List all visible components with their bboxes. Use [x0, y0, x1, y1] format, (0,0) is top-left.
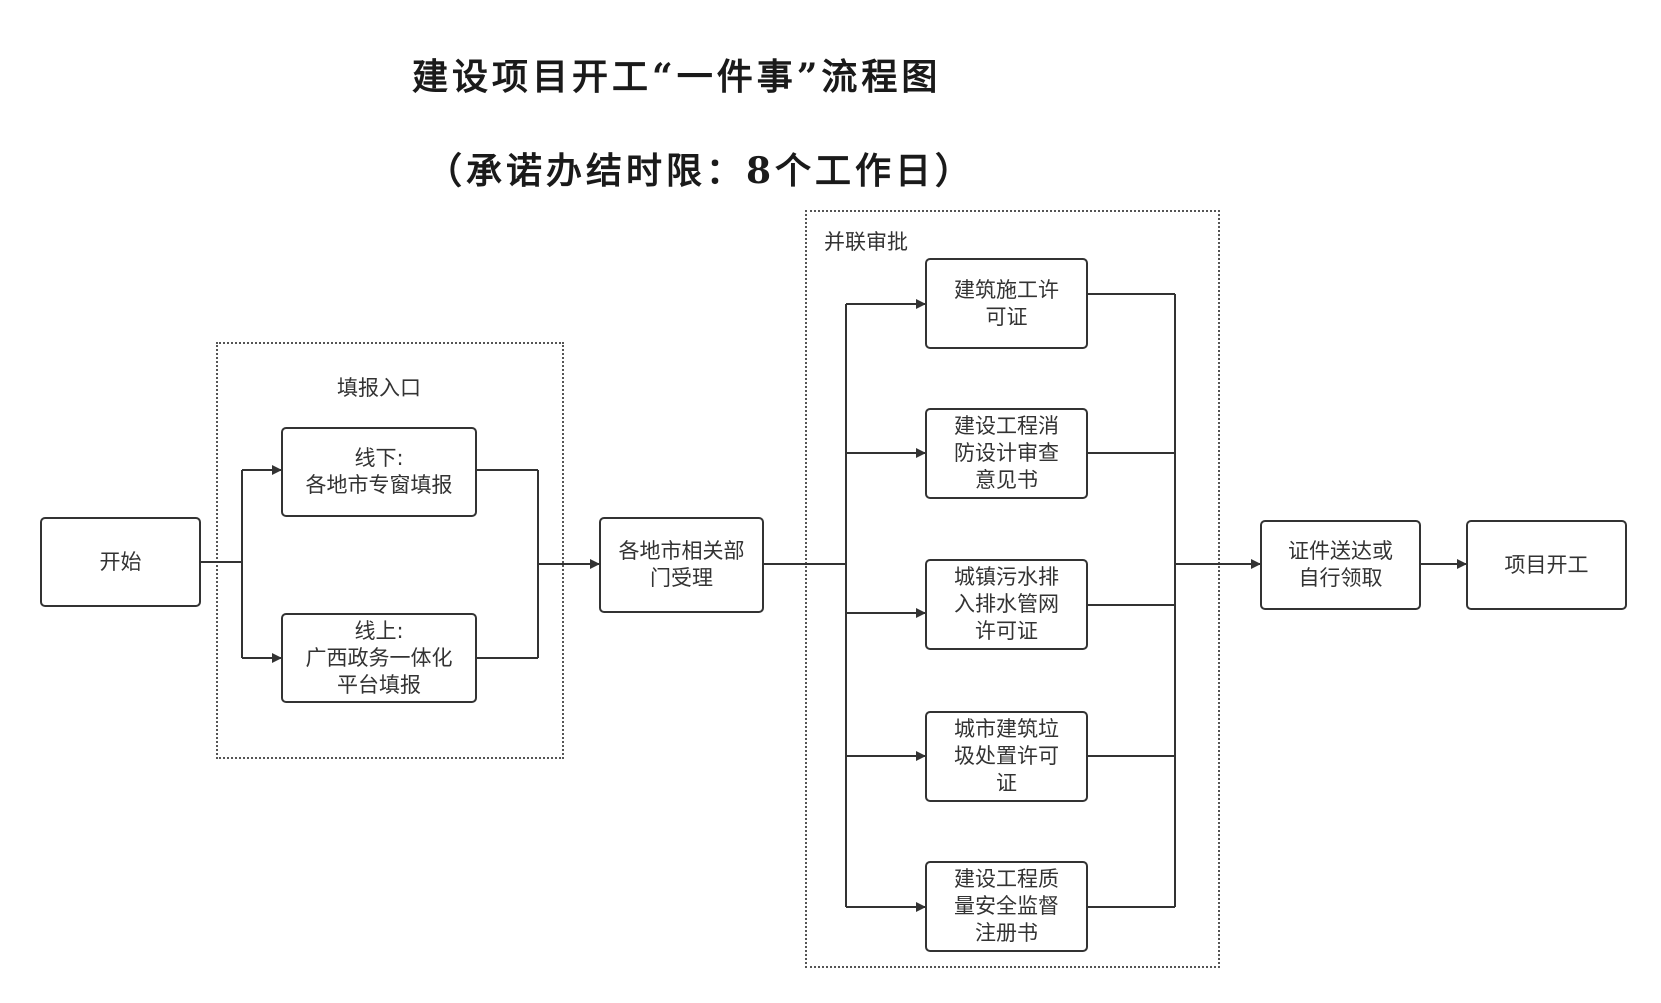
waste-permit-node: 城市建筑垃 圾处置许可 证	[925, 711, 1088, 802]
accept-node: 各地市相关部 门受理	[599, 517, 764, 613]
entry-group	[216, 342, 564, 759]
diagram-title: 建设项目开工“一件事”流程图	[412, 56, 942, 98]
parallel-approval-group	[805, 210, 1220, 968]
start-node: 开始	[40, 517, 201, 607]
project-start-node: 项目开工	[1466, 520, 1627, 610]
quality-safety-node: 建设工程质 量安全监督 注册书	[925, 861, 1088, 952]
online-entry-node: 线上: 广西政务一体化 平台填报	[281, 613, 477, 703]
fire-design-node: 建设工程消 防设计审查 意见书	[925, 408, 1088, 499]
construction-permit-node: 建筑施工许 可证	[925, 258, 1088, 349]
delivery-node: 证件送达或 自行领取	[1260, 520, 1421, 610]
diagram-subtitle: （承诺办结时限：8个工作日）	[426, 150, 976, 192]
entry-group-label: 填报入口	[337, 376, 421, 400]
drainage-permit-node: 城镇污水排 入排水管网 许可证	[925, 559, 1088, 650]
parallel-group-label: 并联审批	[824, 230, 908, 254]
offline-entry-node: 线下: 各地市专窗填报	[281, 427, 477, 517]
